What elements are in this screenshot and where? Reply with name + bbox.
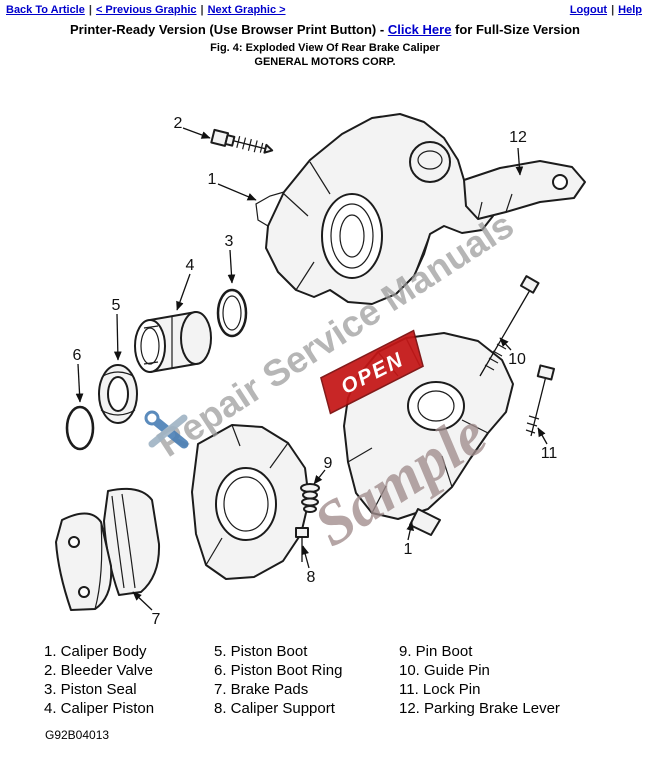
legend-item: 5. Piston Boot bbox=[214, 643, 308, 660]
nav-separator: | bbox=[88, 4, 92, 16]
caliper-piston-drawing bbox=[134, 311, 212, 373]
legend-item: 12. Parking Brake Lever bbox=[399, 700, 560, 717]
back-to-article-link[interactable]: Back To Article bbox=[6, 4, 85, 16]
piston-seal-drawing bbox=[216, 288, 248, 338]
callout-10: 10 bbox=[508, 351, 526, 368]
top-nav: Back To Article | < Previous Graphic | N… bbox=[0, 0, 650, 17]
nav-right-group: Logout | Help bbox=[570, 4, 642, 16]
pin-boot-drawing bbox=[300, 483, 320, 513]
callout-3: 3 bbox=[225, 233, 234, 250]
legend-item: 7. Brake Pads bbox=[214, 681, 309, 698]
callout-4: 4 bbox=[186, 257, 195, 274]
legend-item: 2. Bleeder Valve bbox=[44, 662, 153, 679]
diagram-svg: Repair Service Manuals OPEN Sample 2 1 1… bbox=[55, 113, 586, 628]
bleeder-valve-drawing bbox=[210, 128, 274, 154]
nav-left-group: Back To Article | < Previous Graphic | N… bbox=[6, 4, 286, 16]
legend-item: 10. Guide Pin bbox=[399, 662, 490, 679]
callout-7: 7 bbox=[152, 611, 161, 628]
lock-pin-drawing bbox=[525, 364, 556, 437]
legend-column-2: 5. Piston Boot 6. Piston Boot Ring 7. Br… bbox=[214, 642, 399, 718]
brake-pads-drawing bbox=[55, 487, 161, 611]
legend-item: 6. Piston Boot Ring bbox=[214, 662, 343, 679]
logout-link[interactable]: Logout bbox=[569, 4, 608, 16]
callout-11: 11 bbox=[541, 445, 558, 462]
help-link[interactable]: Help bbox=[618, 4, 642, 16]
legend-column-3: 9. Pin Boot 10. Guide Pin 11. Lock Pin 1… bbox=[399, 642, 560, 718]
nav-separator: | bbox=[611, 4, 615, 16]
exploded-diagram: Repair Service Manuals OPEN Sample 2 1 1… bbox=[0, 76, 650, 636]
legend-item: 1. Caliper Body bbox=[44, 643, 147, 660]
parts-legend: 1. Caliper Body 2. Bleeder Valve 3. Pist… bbox=[0, 642, 650, 718]
graphic-part-code: G92B04013 bbox=[45, 728, 110, 742]
figure-caption: Fig. 4: Exploded View Of Rear Brake Cali… bbox=[210, 42, 440, 54]
legend-item: 8. Caliper Support bbox=[214, 700, 335, 717]
caliper-support-drawing bbox=[191, 424, 310, 580]
full-size-text: for Full-Size Version bbox=[451, 22, 580, 37]
printer-ready-text: Printer-Ready Version (Use Browser Print… bbox=[69, 22, 388, 37]
legend-item: 11. Lock Pin bbox=[399, 681, 481, 698]
legend-column-1: 1. Caliper Body 2. Bleeder Valve 3. Pist… bbox=[44, 642, 214, 718]
previous-graphic-link[interactable]: < Previous Graphic bbox=[95, 4, 197, 16]
printer-ready-line: Printer-Ready Version (Use Browser Print… bbox=[0, 22, 650, 37]
legend-item: 3. Piston Seal bbox=[44, 681, 137, 698]
nav-separator: | bbox=[200, 4, 204, 16]
company-name: GENERAL MOTORS CORP. bbox=[254, 56, 396, 68]
callout-5: 5 bbox=[112, 297, 121, 314]
callout-8: 8 bbox=[307, 569, 316, 586]
piston-boot-drawing bbox=[98, 364, 138, 424]
piston-boot-ring-drawing bbox=[65, 405, 95, 451]
legend-item: 4. Caliper Piston bbox=[44, 700, 155, 717]
click-here-link[interactable]: Click Here bbox=[387, 22, 452, 37]
callout-12: 12 bbox=[509, 129, 527, 146]
caliper-body-drawing bbox=[255, 113, 494, 305]
wrench-icon bbox=[144, 410, 189, 449]
callout-6: 6 bbox=[73, 347, 82, 364]
legend-item: 9. Pin Boot bbox=[399, 643, 473, 660]
callout-leaders bbox=[75, 127, 548, 611]
callout-1: 1 bbox=[208, 171, 217, 188]
callout-numbers: 2 1 12 3 4 5 6 7 8 9 10 11 1 bbox=[73, 115, 558, 628]
callout-1b: 1 bbox=[404, 541, 413, 558]
callout-9: 9 bbox=[324, 455, 333, 472]
next-graphic-link[interactable]: Next Graphic > bbox=[207, 4, 286, 16]
callout-2: 2 bbox=[174, 115, 183, 132]
parking-brake-lever-drawing bbox=[463, 160, 586, 220]
